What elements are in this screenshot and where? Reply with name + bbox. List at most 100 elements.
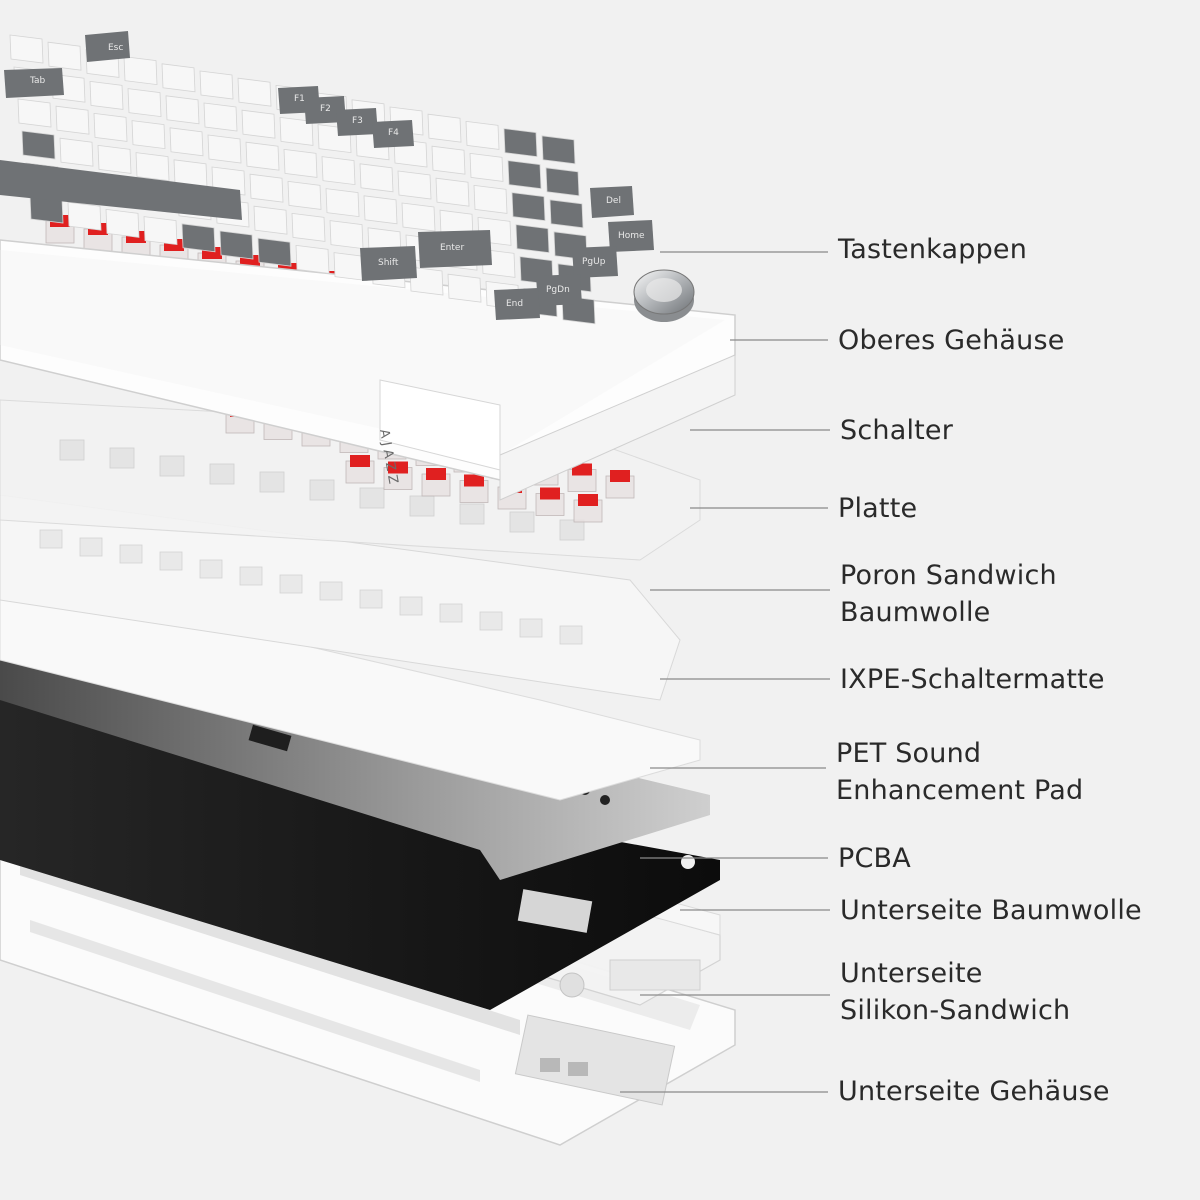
keycap bbox=[549, 199, 584, 229]
keycap bbox=[241, 109, 276, 139]
poron-layer bbox=[0, 494, 681, 701]
key-enter: Enter bbox=[418, 230, 492, 268]
keycap bbox=[279, 116, 314, 146]
label-bottom-silicone: Unterseite Silikon-Sandwich bbox=[840, 958, 1071, 1026]
switch bbox=[605, 470, 635, 499]
keycap bbox=[97, 144, 132, 174]
keycap bbox=[363, 195, 398, 225]
keycap bbox=[245, 141, 280, 171]
key-end-legend: End bbox=[506, 299, 523, 309]
keycap bbox=[17, 98, 52, 128]
key-pgup: PgUp bbox=[572, 246, 618, 278]
keycap bbox=[47, 41, 82, 71]
keycap-spacebar bbox=[0, 160, 242, 220]
keycap bbox=[169, 127, 204, 157]
keycap bbox=[257, 237, 292, 267]
key-f3: F3 bbox=[336, 108, 378, 136]
keycap bbox=[321, 156, 356, 186]
keycap bbox=[473, 184, 508, 214]
label-ixpe: IXPE-Schaltermatte bbox=[840, 664, 1105, 695]
volume-knob bbox=[633, 269, 695, 322]
switch bbox=[459, 474, 489, 503]
switch bbox=[421, 468, 451, 497]
keycap bbox=[131, 120, 166, 150]
key-pgdn: PgDn bbox=[536, 274, 582, 306]
key-del: Del bbox=[590, 186, 634, 218]
keycap bbox=[507, 160, 542, 190]
keycap bbox=[515, 224, 550, 254]
keycap bbox=[127, 88, 162, 118]
switch bbox=[383, 461, 413, 490]
keycap bbox=[359, 163, 394, 193]
keycap bbox=[431, 145, 466, 175]
keycap bbox=[249, 173, 284, 203]
key-tab-legend: Tab bbox=[29, 76, 46, 86]
keycap bbox=[199, 70, 234, 100]
keycap bbox=[59, 137, 94, 167]
keycap bbox=[207, 134, 242, 164]
keycap bbox=[21, 130, 56, 160]
switch bbox=[567, 463, 597, 492]
keycap bbox=[203, 102, 238, 132]
key-f4: F4 bbox=[372, 120, 414, 148]
keycap bbox=[427, 113, 462, 143]
label-poron: Poron Sandwich Baumwolle bbox=[840, 560, 1057, 628]
switch bbox=[535, 487, 565, 516]
label-pcba: PCBA bbox=[838, 843, 911, 874]
keycap bbox=[503, 128, 538, 158]
key-f2: F2 bbox=[304, 96, 346, 124]
keycap bbox=[123, 56, 158, 86]
keycap bbox=[181, 223, 216, 253]
key-f3-legend: F3 bbox=[352, 116, 363, 126]
key-home: Home bbox=[608, 220, 654, 252]
keycap bbox=[67, 201, 102, 231]
keycap bbox=[401, 202, 436, 232]
key-home-legend: Home bbox=[618, 231, 645, 241]
keycap bbox=[465, 120, 500, 150]
keycap bbox=[295, 244, 330, 274]
key-shift: Shift bbox=[360, 246, 417, 281]
keycap bbox=[447, 273, 482, 303]
key-pgup-legend: PgUp bbox=[582, 257, 606, 267]
key-del-legend: Del bbox=[606, 196, 621, 206]
keycaps-layer bbox=[0, 34, 596, 325]
keycap bbox=[219, 230, 254, 260]
keycap bbox=[165, 95, 200, 125]
key-enter-legend: Enter bbox=[440, 243, 464, 253]
key-esc-legend: Esc bbox=[108, 43, 123, 53]
keycap bbox=[161, 63, 196, 93]
label-plate: Platte bbox=[838, 493, 918, 524]
switch bbox=[573, 494, 603, 523]
key-tab: Tab bbox=[4, 68, 64, 98]
keycap bbox=[469, 152, 504, 182]
label-bottom-case: Unterseite Gehäuse bbox=[838, 1076, 1110, 1107]
switch bbox=[345, 455, 375, 484]
keycap bbox=[397, 170, 432, 200]
key-esc: Esc bbox=[85, 31, 130, 62]
label-switches: Schalter bbox=[840, 415, 954, 446]
label-top-case: Oberes Gehäuse bbox=[838, 325, 1065, 356]
keycap bbox=[89, 80, 124, 110]
label-pet: PET Sound Enhancement Pad bbox=[836, 738, 1084, 806]
keycap bbox=[287, 180, 322, 210]
keycap bbox=[541, 135, 576, 165]
leader-lines bbox=[620, 251, 830, 1093]
keycap bbox=[253, 205, 288, 235]
keycap bbox=[283, 148, 318, 178]
key-shift-legend: Shift bbox=[378, 258, 399, 268]
keycap bbox=[9, 34, 44, 64]
keycap bbox=[511, 192, 546, 222]
label-bottom-cotton: Unterseite Baumwolle bbox=[840, 895, 1142, 926]
key-end: End bbox=[494, 288, 540, 320]
keycap bbox=[545, 167, 580, 197]
keycap bbox=[435, 177, 470, 207]
ixpe-layer bbox=[0, 574, 701, 801]
keycap bbox=[143, 216, 178, 246]
keycap bbox=[329, 220, 364, 250]
keycap bbox=[55, 105, 90, 135]
keycap bbox=[291, 212, 326, 242]
key-pgdn-legend: PgDn bbox=[546, 285, 570, 295]
key-f2-legend: F2 bbox=[320, 104, 331, 114]
keycap bbox=[237, 77, 272, 107]
